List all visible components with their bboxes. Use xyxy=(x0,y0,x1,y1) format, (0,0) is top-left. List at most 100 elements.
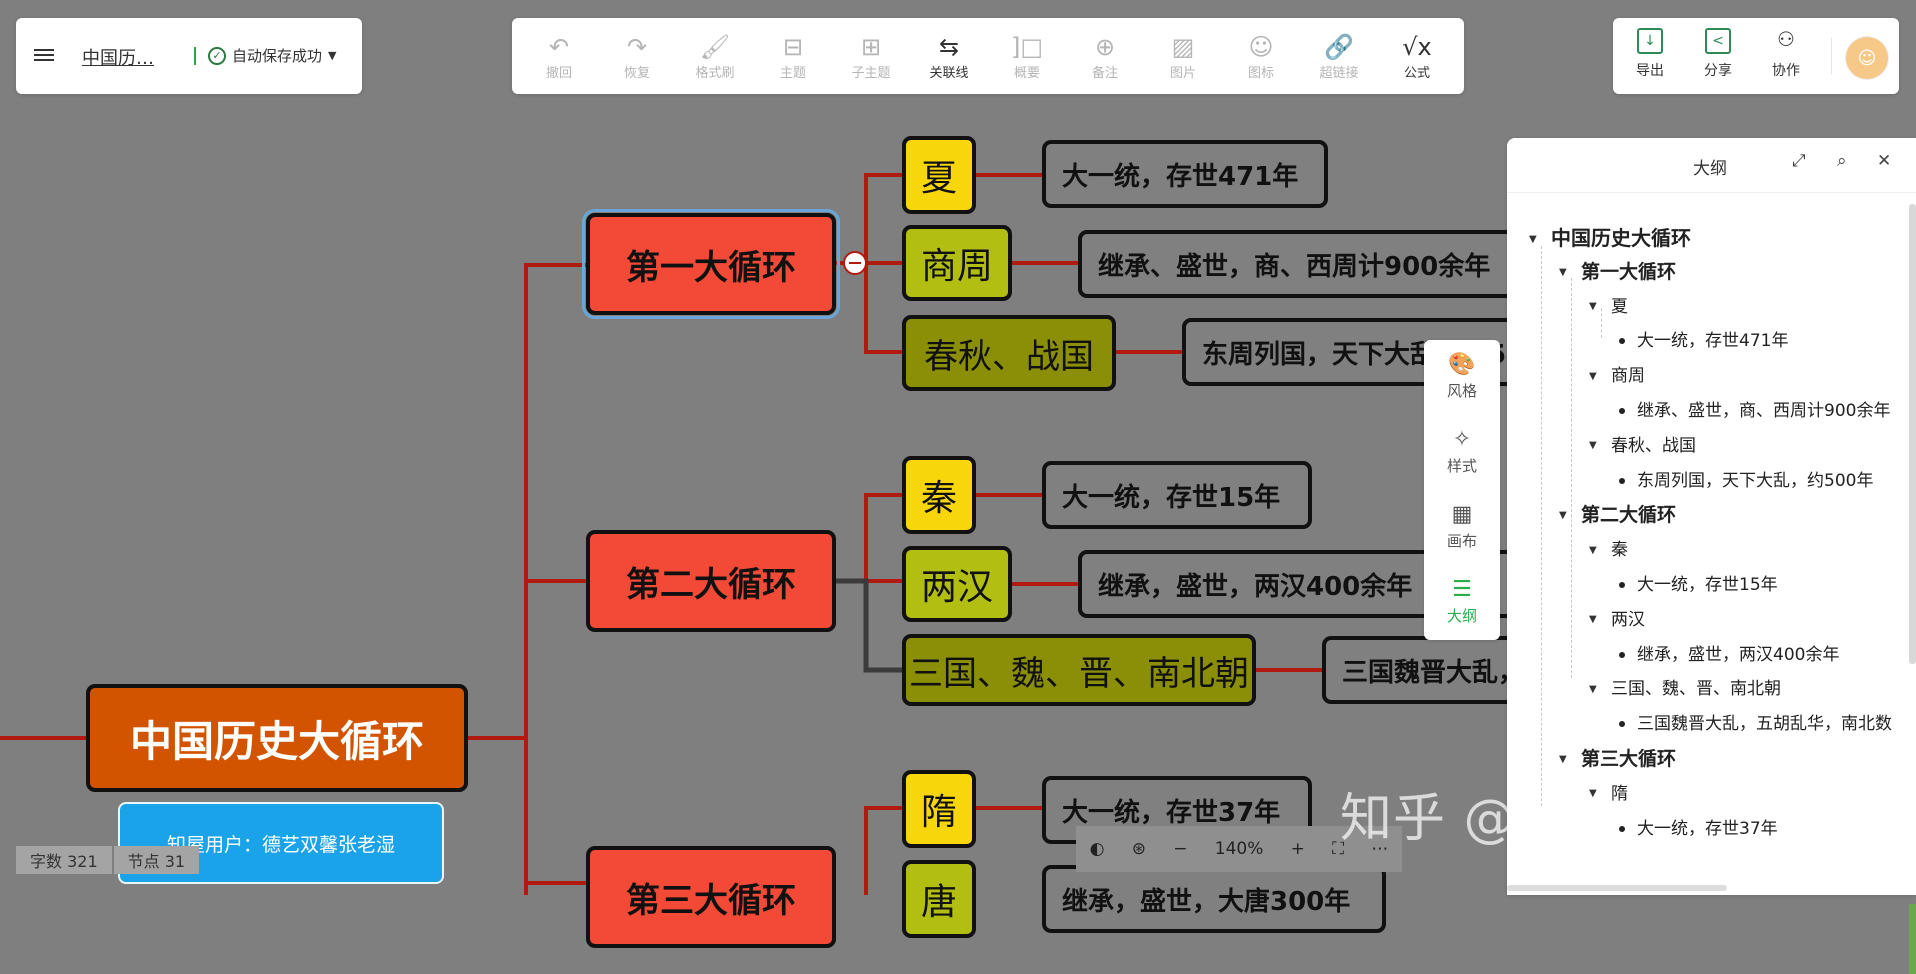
collapse-triangle-icon[interactable]: ▼ xyxy=(1589,544,1597,556)
root-node[interactable]: 中国历史大循环 xyxy=(86,684,468,792)
word-count: 字数 321 xyxy=(16,846,112,874)
outline-item[interactable]: ▼春秋、战国 xyxy=(1589,431,1696,456)
dynasty-node-tang[interactable]: 唐 xyxy=(902,860,976,938)
file-name[interactable]: 中国历… xyxy=(82,48,154,69)
rail-item[interactable]: ▦画布 xyxy=(1424,502,1500,551)
desc-node[interactable]: 大一统，存世15年 xyxy=(1042,461,1312,529)
dynasty-node-sanguo[interactable]: 三国、魏、晋、南北朝 xyxy=(902,634,1256,706)
avatar[interactable]: ☺ xyxy=(1845,36,1889,80)
toolbar-button[interactable]: ⊟主题 xyxy=(756,32,830,81)
collapse-triangle-icon[interactable]: ▼ xyxy=(1589,788,1597,800)
collapse-triangle-icon[interactable]: ▼ xyxy=(1589,440,1597,452)
dynasty-node-xia[interactable]: 夏 xyxy=(902,136,976,214)
toolbar-button[interactable]: 🔗超链接 xyxy=(1302,32,1376,81)
toolbar-label: 子主题 xyxy=(851,65,891,81)
outline-item[interactable]: 继承，盛世，两汉400余年 xyxy=(1619,640,1839,665)
desc-node[interactable]: 继承、盛世，商、西周计900余年 xyxy=(1078,230,1518,298)
toolbar-button[interactable]: ▨图片 xyxy=(1146,32,1220,81)
outline-item[interactable]: ▼ 商周 xyxy=(1589,361,1645,386)
search-icon[interactable]: ⌕ xyxy=(1837,151,1847,171)
collapse-triangle-icon[interactable]: ▼ xyxy=(1589,370,1597,382)
outline-item[interactable]: 大一统，存世37年 xyxy=(1619,814,1778,839)
expand-icon[interactable]: ⤢ xyxy=(1792,151,1806,171)
outline-item-label: 两汉 xyxy=(1611,609,1645,630)
outline-item[interactable]: ▼ 两汉 xyxy=(1589,605,1645,630)
dynasty-node-qin[interactable]: 秦 xyxy=(902,456,976,534)
cycle-node-3[interactable]: 第三大循环 xyxy=(586,846,836,948)
collapse-triangle-icon[interactable]: ▼ xyxy=(1589,301,1597,313)
outline-item[interactable]: ▼第二大循环 xyxy=(1559,500,1676,527)
toolbar-button[interactable]: ]□概要 xyxy=(990,32,1064,81)
rail-item[interactable]: ✧样式 xyxy=(1424,427,1500,476)
stats-bar: 字数 321 节点 31 xyxy=(16,846,200,874)
scrollbar[interactable] xyxy=(1909,204,1916,664)
outline-item-label: 夏 xyxy=(1611,296,1628,317)
image-icon: ▨ xyxy=(1171,32,1195,61)
toolbar-label: 主题 xyxy=(779,65,806,81)
redo-icon: ↷ xyxy=(626,32,648,61)
desc-node[interactable]: 三国魏晋大乱，五胡乱华，南北朝 xyxy=(1322,636,1518,704)
outline-item[interactable]: 三国魏晋大乱，五胡乱华，南北数 xyxy=(1619,709,1892,734)
collapse-triangle-icon[interactable]: ▼ xyxy=(1589,614,1597,626)
toolbar-button[interactable]: ↷恢复 xyxy=(600,32,674,81)
link-icon: 🔗 xyxy=(1324,32,1354,61)
outline-header: 大纲 ⤢ ⌕ ✕ xyxy=(1507,138,1916,193)
collapse-triangle-icon[interactable]: ▼ xyxy=(1559,754,1567,765)
outline-item[interactable]: ▼ 第三大循环 xyxy=(1559,744,1676,771)
outline-item[interactable]: 继承、盛世，商、西周计900余年 xyxy=(1619,396,1890,421)
outline-item[interactable]: ▼隋 xyxy=(1589,779,1628,804)
toolbar-button[interactable]: ⇆关联线 xyxy=(912,32,986,81)
rail-label: 风格 xyxy=(1446,382,1477,400)
mouse-mode-icon[interactable]: ◐ xyxy=(1089,839,1105,859)
fit-screen-icon[interactable]: ⛶ xyxy=(1332,839,1345,859)
zoom-in-button[interactable]: + xyxy=(1290,839,1305,859)
outline-item[interactable]: ▼三国、魏、晋、南北朝 xyxy=(1589,674,1781,699)
outline-item[interactable]: ▼秦 xyxy=(1589,535,1628,560)
desc-node[interactable]: 大一统，存世471年 xyxy=(1042,140,1328,208)
collab-button[interactable]: ⚇ 协作 xyxy=(1759,28,1813,80)
toolbar-button[interactable]: ⊕备注 xyxy=(1068,32,1142,81)
collapse-toggle[interactable] xyxy=(843,251,867,275)
collapse-triangle-icon[interactable]: ▼ xyxy=(1589,683,1597,695)
save-status[interactable]: ✓ 自动保存成功 ▼ xyxy=(208,45,336,66)
collapse-triangle-icon[interactable]: ▼ xyxy=(1529,234,1537,245)
toolbar-button[interactable]: ⊞子主题 xyxy=(834,32,908,81)
horizontal-scrollbar[interactable] xyxy=(1507,885,1727,891)
actions-panel: ↓ 导出 < 分享 ⚇ 协作 ☺ xyxy=(1613,18,1899,94)
outline-item-label: 东周列国，天下大乱，约500年 xyxy=(1637,470,1874,491)
collapse-triangle-icon[interactable]: ▼ xyxy=(1559,266,1567,278)
outline-item-label: 商周 xyxy=(1611,366,1645,387)
dynasty-node-shangzhou[interactable]: 商周 xyxy=(902,225,1012,301)
dynasty-node-chunqiu[interactable]: 春秋、战国 xyxy=(902,315,1116,391)
zoom-out-button[interactable]: − xyxy=(1173,839,1188,859)
dynasty-node-lianghan[interactable]: 两汉 xyxy=(902,546,1012,622)
outline-item-label: 第三大循环 xyxy=(1581,748,1677,770)
export-button[interactable]: ↓ 导出 xyxy=(1623,28,1677,80)
cycle-node-1[interactable]: 第一大循环 xyxy=(582,209,840,319)
close-icon[interactable]: ✕ xyxy=(1877,151,1892,171)
toolbar-button[interactable]: 🖌格式刷 xyxy=(678,32,752,81)
mindmap-canvas[interactable]: 中国历史大循环 第一大循环 第二大循环 第三大循环 夏 商周 春秋、战国 秦 两… xyxy=(0,0,1916,948)
rail-item[interactable]: 🎨风格 xyxy=(1424,352,1500,401)
more-icon[interactable]: ⋯ xyxy=(1371,839,1389,859)
dynasty-node-sui[interactable]: 隋 xyxy=(902,770,976,848)
outline-item[interactable]: ▼第一大循环 xyxy=(1559,257,1676,284)
outline-item[interactable]: 大一统，存世15年 xyxy=(1619,570,1778,595)
locate-icon[interactable]: ⊛ xyxy=(1131,839,1146,859)
toolbar-button[interactable]: ☺图标 xyxy=(1224,32,1298,81)
menu-icon[interactable] xyxy=(34,46,54,66)
cycle-node-2[interactable]: 第二大循环 xyxy=(586,530,836,632)
collapse-triangle-icon[interactable]: ▼ xyxy=(1559,510,1567,522)
check-circle-icon: ✓ xyxy=(208,46,226,65)
toolbar-button[interactable]: ↶撤回 xyxy=(522,32,596,81)
rail-item[interactable]: ☰大纲 xyxy=(1424,577,1500,626)
outline-item[interactable]: 东周列国，天下大乱，约500年 xyxy=(1619,466,1873,491)
outline-item[interactable]: ▼夏 xyxy=(1589,292,1628,317)
outline-item[interactable]: 大一统，存世471年 xyxy=(1619,326,1788,351)
bullet-icon xyxy=(1619,721,1625,728)
share-button[interactable]: < 分享 xyxy=(1691,28,1745,80)
desc-node[interactable]: 继承，盛世，大唐300年 xyxy=(1042,865,1386,933)
outline-item[interactable]: ▼中国历史大循环 xyxy=(1529,222,1691,251)
toolbar-label: 公式 xyxy=(1403,65,1430,81)
